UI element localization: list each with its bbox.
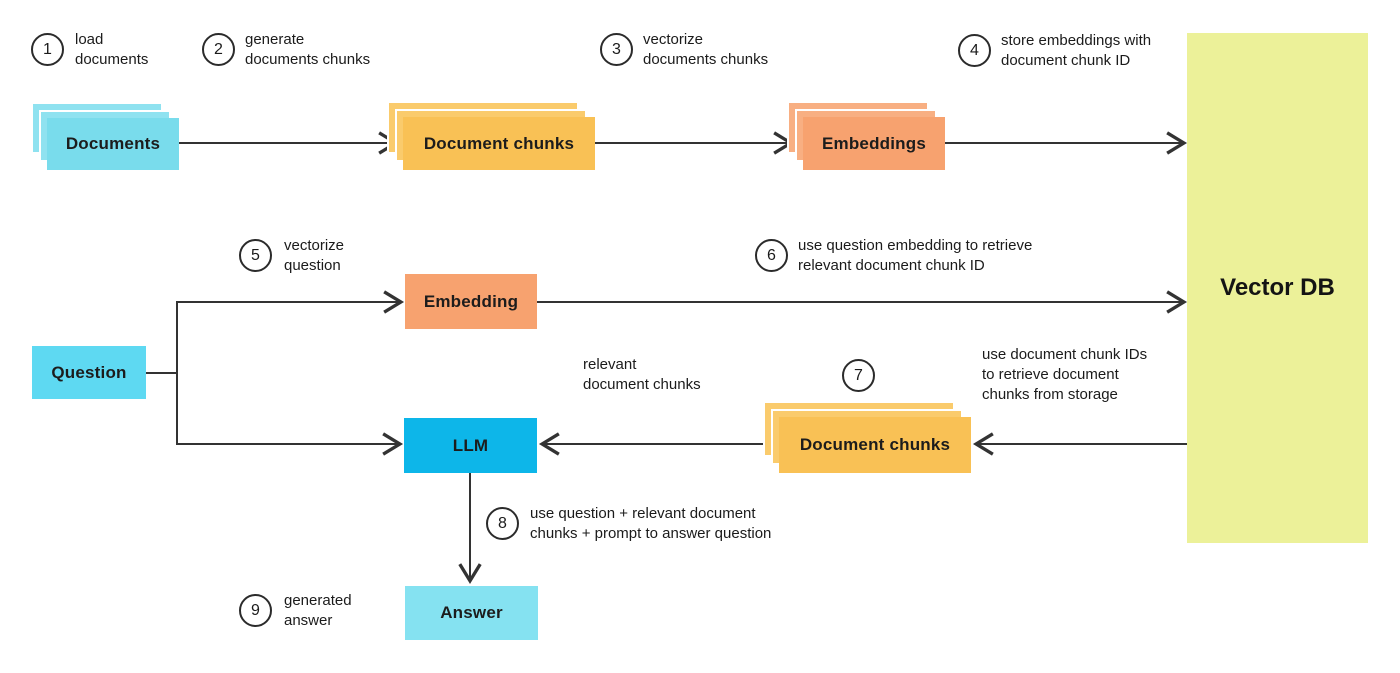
document-chunks-bottom-node: Document chunks bbox=[763, 401, 971, 473]
step-1-text: load documents bbox=[75, 31, 149, 68]
documents-node: Documents bbox=[31, 102, 179, 170]
step-6-circle: 6 bbox=[755, 239, 788, 272]
llm-node: LLM bbox=[404, 418, 537, 473]
vector-db-node: Vector DB bbox=[1187, 33, 1368, 543]
embeddings-node: Embeddings bbox=[787, 101, 945, 170]
step-4-number: 4 bbox=[970, 41, 979, 59]
embeddings-label: Embeddings bbox=[821, 133, 926, 153]
step-8-number: 8 bbox=[498, 514, 507, 532]
embedding-node: Embedding bbox=[405, 274, 537, 329]
embedding-label: Embedding bbox=[423, 291, 519, 311]
step-9-number: 9 bbox=[251, 601, 260, 619]
relevant-chunks-edge-label: relevant document chunks bbox=[583, 356, 701, 393]
step-2-circle: 2 bbox=[202, 33, 235, 66]
step-8-circle: 8 bbox=[486, 507, 519, 540]
step-9-text: generated answer bbox=[284, 592, 352, 629]
step-3-circle: 3 bbox=[600, 33, 633, 66]
step-9-circle: 9 bbox=[239, 594, 272, 627]
step-5-number: 5 bbox=[251, 246, 260, 264]
document-chunks-top-label: Document chunks bbox=[423, 133, 575, 153]
answer-label: Answer bbox=[440, 603, 503, 622]
step-1-number: 1 bbox=[43, 40, 52, 58]
document-chunks-bottom-label: Document chunks bbox=[799, 435, 951, 454]
step-3-number: 3 bbox=[612, 40, 621, 58]
step-5-text: vectorize question bbox=[284, 237, 345, 274]
question-node: Question bbox=[32, 346, 146, 399]
step-6-number: 6 bbox=[767, 246, 776, 264]
step-7-text: use document chunk IDs to retrieve docum… bbox=[982, 346, 1148, 403]
step-5-circle: 5 bbox=[239, 239, 272, 272]
step-6-text: use question embedding to retrieve relev… bbox=[798, 237, 1033, 274]
step-1-circle: 1 bbox=[31, 33, 64, 66]
answer-node: Answer bbox=[405, 586, 538, 640]
step-8-text: use question + relevant document chunks … bbox=[530, 505, 772, 542]
step-7-circle: 7 bbox=[842, 359, 875, 392]
step-4-text: store embeddings with document chunk ID bbox=[1001, 32, 1152, 69]
step-2-text: generate documents chunks bbox=[245, 31, 371, 68]
step-7-number: 7 bbox=[854, 366, 863, 384]
step-3-text: vectorize documents chunks bbox=[643, 31, 769, 68]
documents-label: Documents bbox=[65, 134, 161, 153]
step-4-circle: 4 bbox=[958, 34, 991, 67]
llm-label: LLM bbox=[452, 435, 489, 455]
step-2-number: 2 bbox=[214, 40, 223, 58]
document-chunks-top-node: Document chunks bbox=[387, 101, 595, 170]
vector-db-label: Vector DB bbox=[1220, 274, 1335, 301]
question-label: Question bbox=[51, 362, 127, 382]
